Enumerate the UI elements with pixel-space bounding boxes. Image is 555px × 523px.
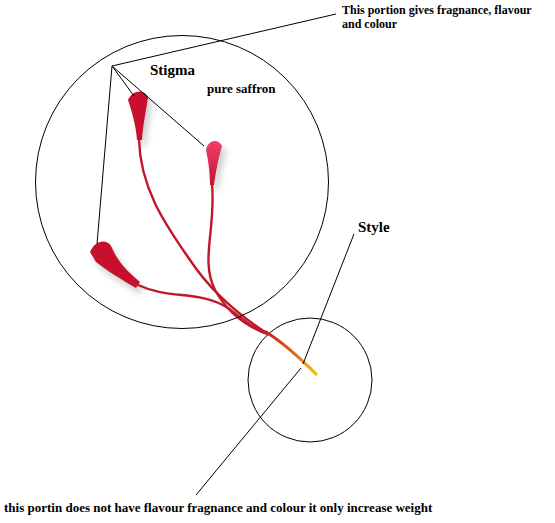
part-name: Style [358, 218, 390, 236]
style-circle [248, 318, 372, 442]
region-outline [35, 35, 329, 329]
annotation-note: This portion gives fragnance, flavour an… [342, 3, 553, 32]
stigma-region: Stigma pure saffron [35, 35, 329, 329]
style-thread [266, 332, 316, 374]
annotation-note: this portin does not have flavour fragna… [4, 500, 432, 516]
region-outline [36, 36, 329, 329]
stigma-head [206, 141, 222, 185]
part-name: Stigma [150, 61, 195, 79]
leader-line [97, 14, 354, 495]
stigma-head [128, 91, 148, 140]
part-note: pure saffron [207, 81, 276, 97]
stigma-head [90, 242, 140, 288]
saffron-thread [138, 139, 268, 334]
